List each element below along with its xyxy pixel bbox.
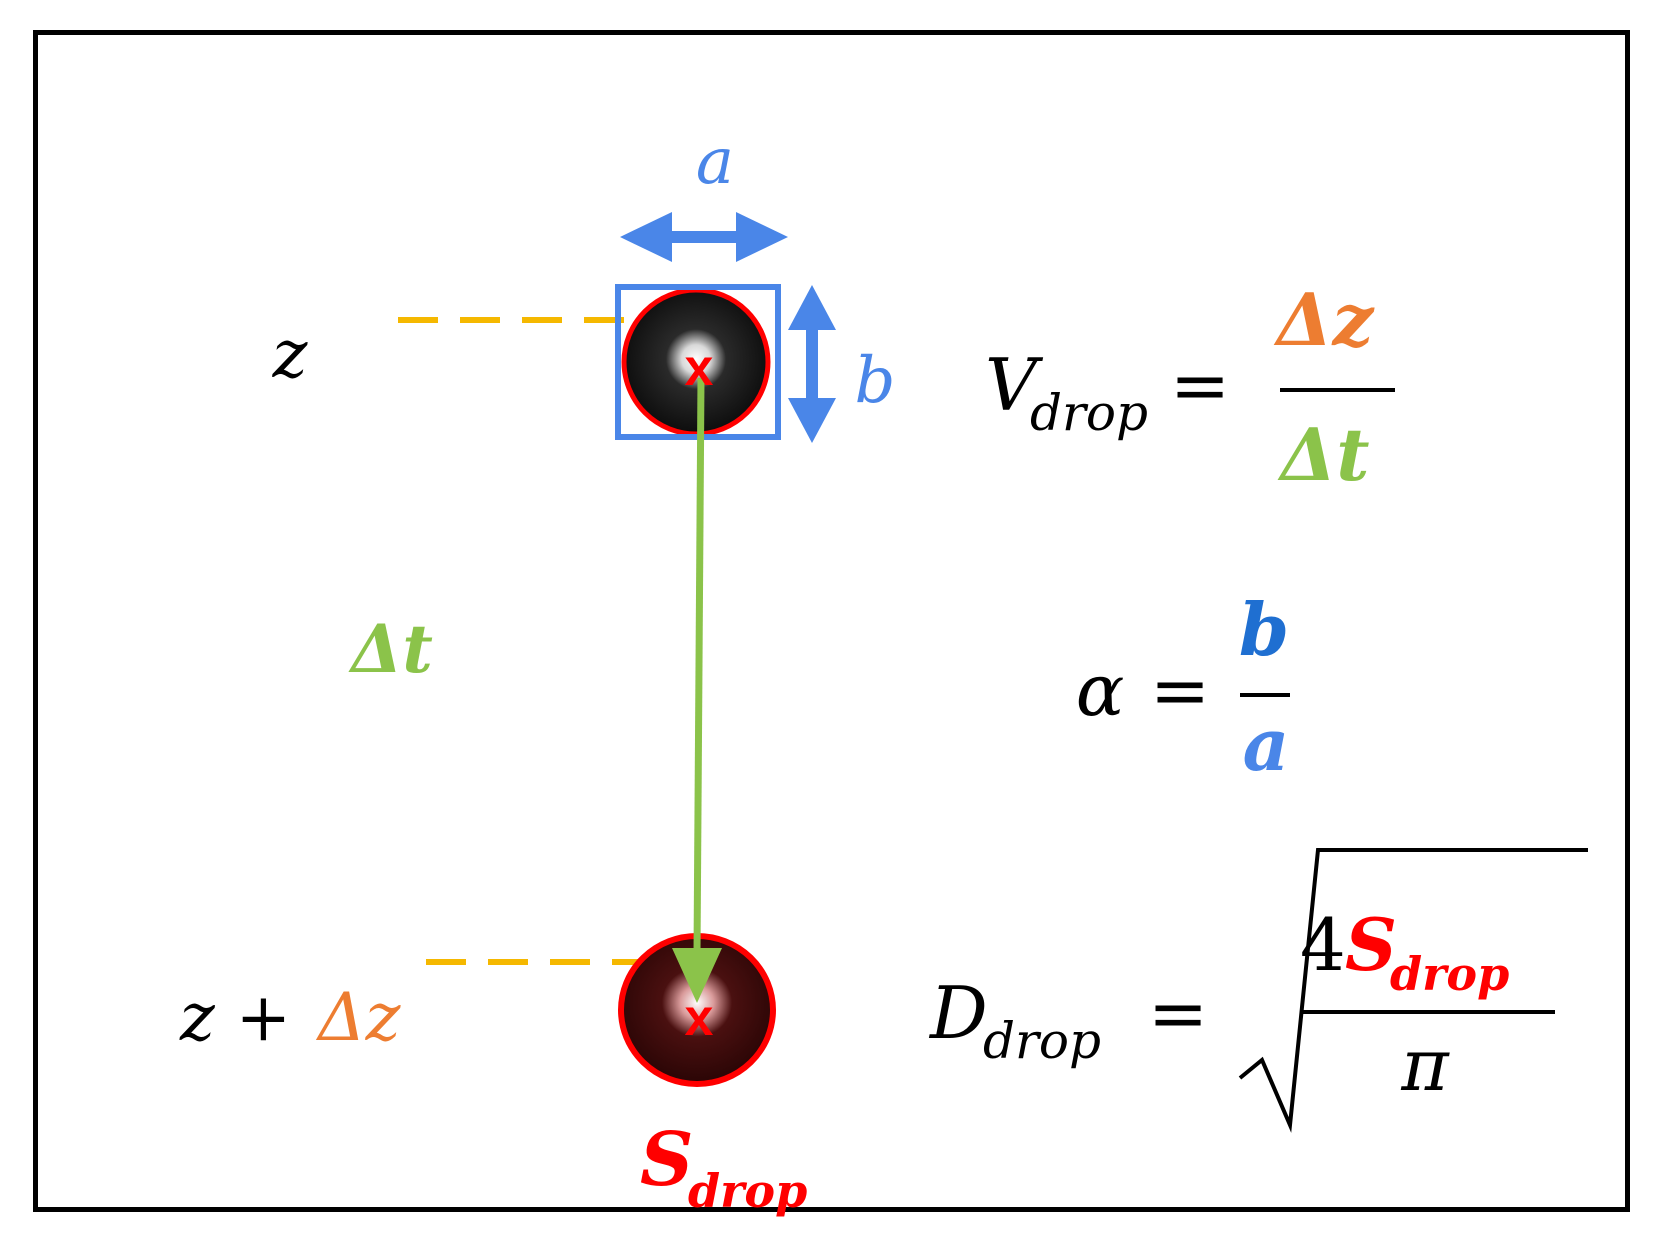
aspect-equals: =	[1150, 648, 1210, 732]
displacement-arrow	[693, 377, 705, 953]
diameter-lhs-subscript: drop	[983, 1012, 1101, 1070]
diameter-num-symbol: S	[1345, 902, 1397, 987]
velocity-lhs: V	[985, 343, 1044, 427]
diameter-denominator: π	[1400, 1023, 1450, 1107]
label-b: b	[855, 344, 896, 418]
label-s: S	[640, 1117, 693, 1203]
diameter-equals: =	[1148, 971, 1208, 1055]
figure-border	[33, 30, 1630, 1212]
label-s-subscript: drop	[688, 1164, 807, 1218]
velocity-numerator: Δz	[1274, 277, 1376, 362]
aspect-lhs: α	[1076, 648, 1125, 732]
diameter-coefficient: 4	[1300, 903, 1346, 987]
square-root-sign	[1238, 848, 1588, 1133]
velocity-denominator: Δt	[1277, 412, 1369, 497]
diameter-lhs: D	[928, 971, 988, 1055]
label-z-plus-delta-z: z + Δz	[179, 979, 402, 1056]
aspect-numerator: b	[1239, 587, 1289, 672]
label-delta-z: Δz	[315, 979, 402, 1056]
equation-diameter: D drop = 4 S drop π	[928, 848, 1588, 1133]
centroid-marker-top: x	[685, 339, 714, 397]
velocity-lhs-subscript: drop	[1030, 384, 1148, 442]
label-z-plus: z +	[179, 979, 291, 1056]
label-s-drop: S drop	[640, 1117, 807, 1218]
width-arrow	[620, 212, 788, 262]
label-delta-t: Δt	[348, 610, 433, 688]
equation-velocity: V drop = Δz Δt	[985, 277, 1395, 497]
diameter-num-subscript: drop	[1390, 947, 1509, 1001]
displacement-arrow-head	[672, 948, 722, 1003]
centroid-marker-bottom: x	[685, 989, 714, 1047]
label-z: z	[272, 316, 309, 393]
label-a: a	[696, 125, 734, 199]
height-arrow	[788, 285, 836, 443]
aspect-denominator: a	[1243, 702, 1290, 787]
equation-aspect-ratio: α = b a	[1076, 587, 1290, 787]
velocity-equals: =	[1170, 343, 1230, 427]
